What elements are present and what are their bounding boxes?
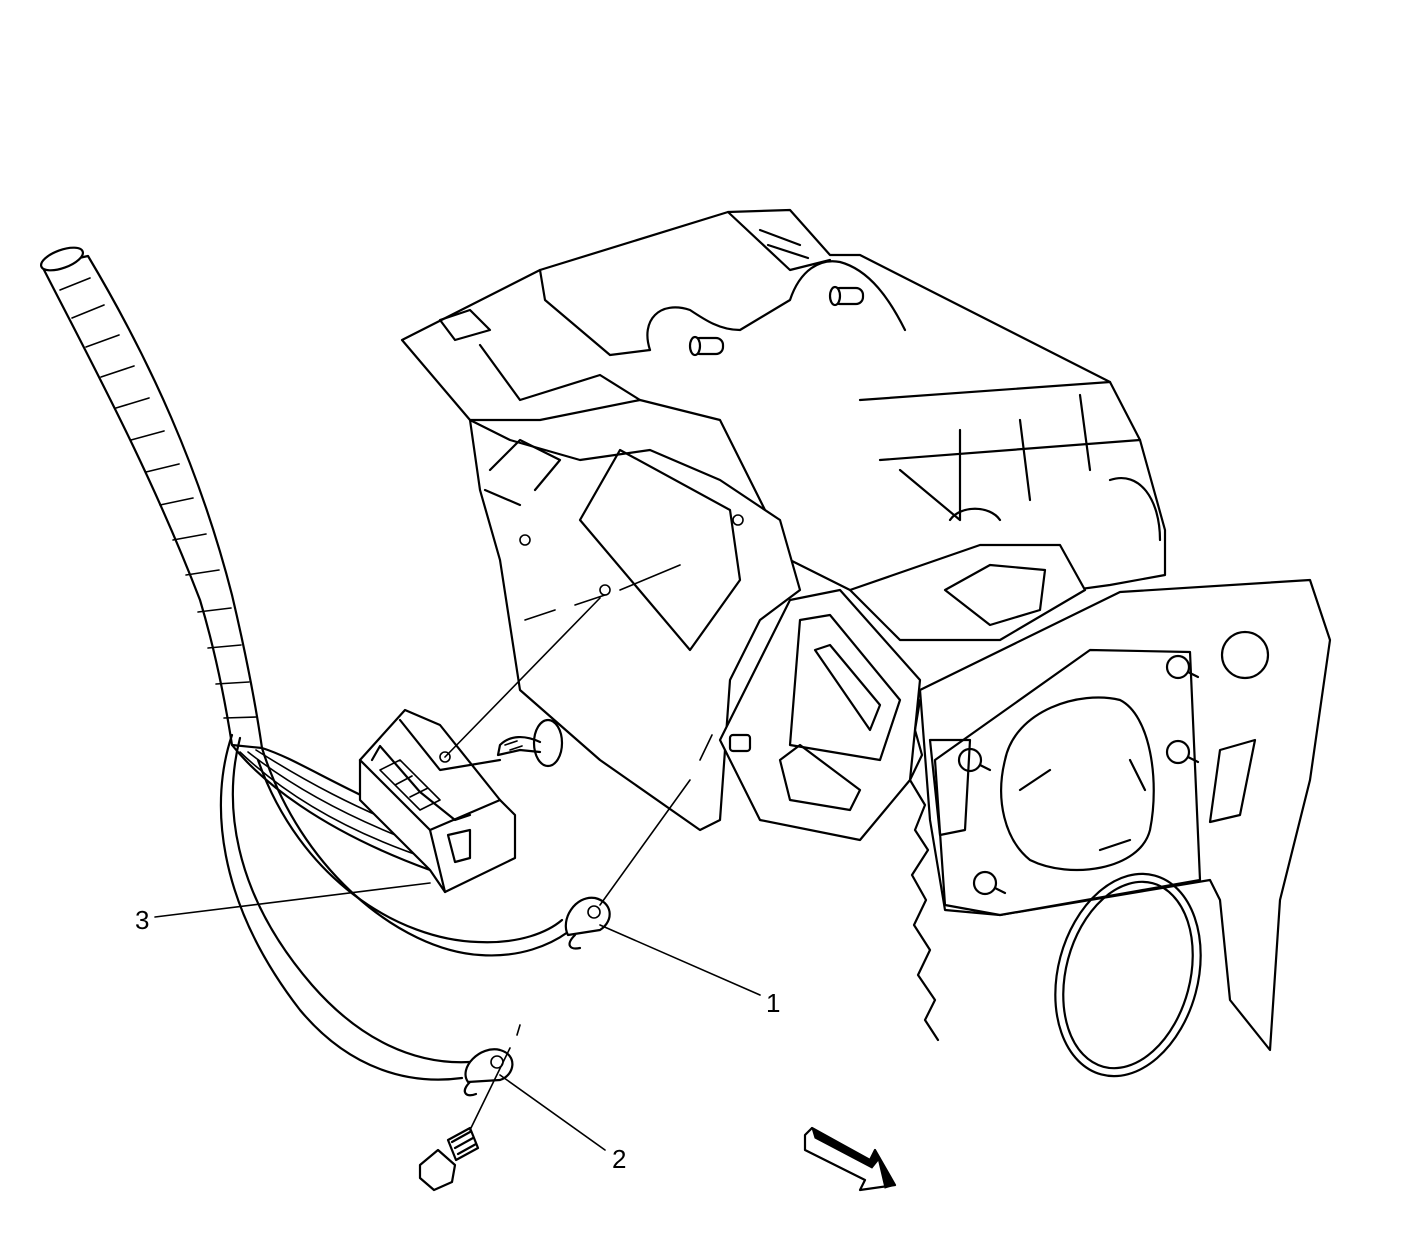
leader-lines — [154, 882, 761, 1151]
mounting-bolts — [957, 654, 1200, 896]
callout-1: 1 — [766, 988, 781, 1018]
ground-eyelet-upper — [564, 896, 611, 950]
harness-connector — [358, 708, 517, 894]
callout-3: 3 — [135, 905, 150, 935]
door-panel — [908, 578, 1332, 1078]
ground-bolt — [418, 1126, 480, 1192]
module-housing — [400, 208, 1167, 842]
callout-2: 2 — [612, 1144, 627, 1174]
alignment-lines — [444, 564, 713, 1131]
view-arrow-icon — [803, 1126, 897, 1192]
push-pin-retainer — [496, 718, 564, 768]
